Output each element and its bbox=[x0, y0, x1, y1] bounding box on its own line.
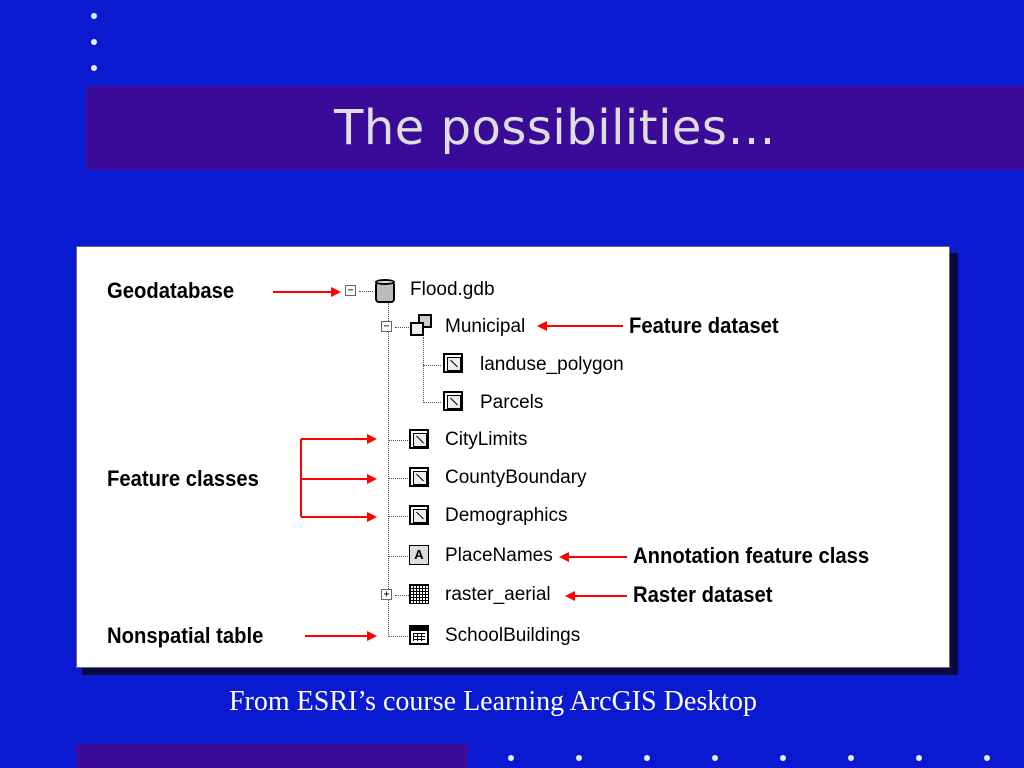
bottom-band bbox=[76, 744, 468, 768]
dot bbox=[91, 65, 97, 71]
decorative-dots-bottom bbox=[500, 752, 1020, 764]
tree-node-citylimits[interactable]: CityLimits bbox=[445, 429, 528, 450]
catalog-tree-figure: − Flood.gdb − Municipal landuse_polygon … bbox=[76, 246, 950, 668]
feature-class-icon bbox=[409, 429, 429, 449]
slide-title: The possibilities… bbox=[334, 100, 776, 156]
tree-line bbox=[423, 365, 441, 366]
dot bbox=[576, 755, 582, 761]
tree-node-placenames[interactable]: PlaceNames bbox=[445, 545, 553, 566]
collapse-toggle[interactable]: − bbox=[381, 321, 392, 332]
label-feature-dataset: Feature dataset bbox=[629, 313, 779, 338]
tree-node-parcels[interactable]: Parcels bbox=[480, 392, 544, 413]
decorative-dots-top bbox=[86, 8, 106, 78]
feature-class-icon bbox=[409, 505, 429, 525]
feature-class-icon bbox=[443, 353, 463, 373]
table-icon bbox=[409, 625, 429, 645]
tree-node-countyboundary[interactable]: CountyBoundary bbox=[445, 467, 587, 488]
dot bbox=[984, 755, 990, 761]
label-feature-classes: Feature classes bbox=[107, 466, 259, 491]
annotation-icon: A bbox=[409, 545, 429, 565]
tree-line bbox=[388, 636, 408, 637]
tree-line bbox=[423, 402, 441, 403]
dot bbox=[712, 755, 718, 761]
collapse-toggle[interactable]: − bbox=[345, 285, 356, 296]
label-nonspatial-table: Nonspatial table bbox=[107, 623, 264, 648]
tree-line bbox=[388, 478, 408, 479]
dot bbox=[91, 13, 97, 19]
tree-node-schoolbuildings[interactable]: SchoolBuildings bbox=[445, 625, 581, 646]
tree-node-landuse-polygon[interactable]: landuse_polygon bbox=[480, 354, 624, 375]
expand-toggle[interactable]: + bbox=[381, 589, 392, 600]
tree-line bbox=[388, 516, 408, 517]
tree-node-municipal[interactable]: Municipal bbox=[445, 316, 526, 337]
dot bbox=[916, 755, 922, 761]
feature-class-icon bbox=[443, 391, 463, 411]
tree-line bbox=[388, 440, 408, 441]
label-geodatabase: Geodatabase bbox=[107, 278, 235, 303]
title-band: The possibilities… bbox=[86, 86, 1024, 170]
raster-icon bbox=[409, 584, 429, 604]
label-raster-dataset: Raster dataset bbox=[633, 582, 773, 607]
tree-line bbox=[395, 327, 409, 328]
dot bbox=[91, 39, 97, 45]
tree-node-flood-gdb[interactable]: Flood.gdb bbox=[410, 279, 495, 300]
geodatabase-icon bbox=[373, 278, 395, 303]
tree-line bbox=[395, 595, 409, 596]
tree-line bbox=[359, 291, 373, 292]
tree-line bbox=[423, 337, 424, 401]
feature-class-icon bbox=[409, 467, 429, 487]
tree-node-demographics[interactable]: Demographics bbox=[445, 505, 568, 526]
annotation-arrows bbox=[273, 287, 627, 641]
tree-line bbox=[388, 556, 408, 557]
dot bbox=[508, 755, 514, 761]
dot bbox=[780, 755, 786, 761]
dot bbox=[644, 755, 650, 761]
tree-node-raster-aerial[interactable]: raster_aerial bbox=[445, 584, 551, 605]
figure-caption: From ESRI’s course Learning ArcGIS Deskt… bbox=[228, 686, 758, 717]
label-annotation-feature-class: Annotation feature class bbox=[633, 543, 870, 568]
feature-dataset-icon bbox=[410, 314, 434, 338]
dot bbox=[848, 755, 854, 761]
tree-line bbox=[388, 303, 389, 637]
